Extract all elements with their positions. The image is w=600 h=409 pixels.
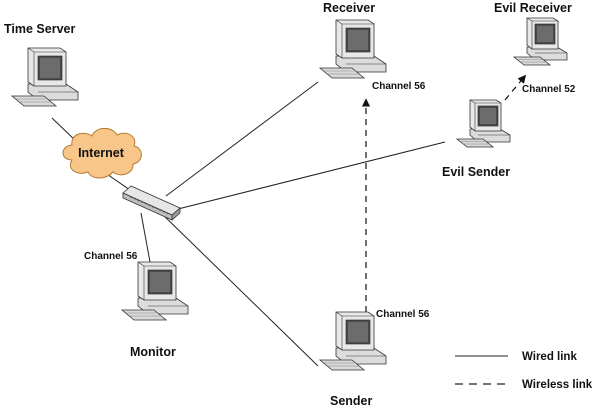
- internet-label: Internet: [78, 146, 125, 160]
- evil-receiver-label: Evil Receiver: [494, 1, 572, 15]
- legend: Wired link Wireless link: [455, 351, 593, 391]
- evil-sender-computer-icon: [456, 99, 511, 148]
- wireless-evilsender-evilreceiver: [504, 74, 527, 101]
- evil-sender-label: Evil Sender: [442, 165, 510, 179]
- monitor-channel-label: Channel 56: [84, 251, 138, 262]
- receiver-channel-label: Channel 56: [372, 81, 426, 92]
- evil-receiver-channel-label: Channel 52: [522, 84, 576, 95]
- link-switch-receiver: [165, 81, 319, 197]
- network-switch: [122, 185, 181, 221]
- links: [51, 81, 446, 367]
- monitor-computer-icon: [121, 261, 189, 321]
- sender-channel-label: Channel 56: [376, 309, 430, 320]
- receiver-label: Receiver: [323, 1, 375, 15]
- monitor-label: Monitor: [130, 345, 176, 359]
- legend-wired-label: Wired link: [522, 351, 577, 363]
- cloud-shape: [62, 127, 142, 179]
- legend-wireless-label: Wireless link: [522, 379, 593, 391]
- internet-cloud: Internet: [62, 127, 142, 179]
- wireless-links: [361, 74, 527, 312]
- link-switch-evilsender: [177, 141, 446, 210]
- sender-label: Sender: [330, 394, 373, 408]
- time-server-computer-icon: [11, 47, 79, 107]
- sender-computer-icon: [319, 311, 387, 371]
- evil-receiver-computer-icon: [513, 17, 568, 66]
- time-server-label: Time Server: [4, 22, 75, 36]
- receiver-computer-icon: [319, 19, 387, 79]
- link-switch-sender: [157, 209, 319, 367]
- link-switch-monitor: [140, 212, 151, 263]
